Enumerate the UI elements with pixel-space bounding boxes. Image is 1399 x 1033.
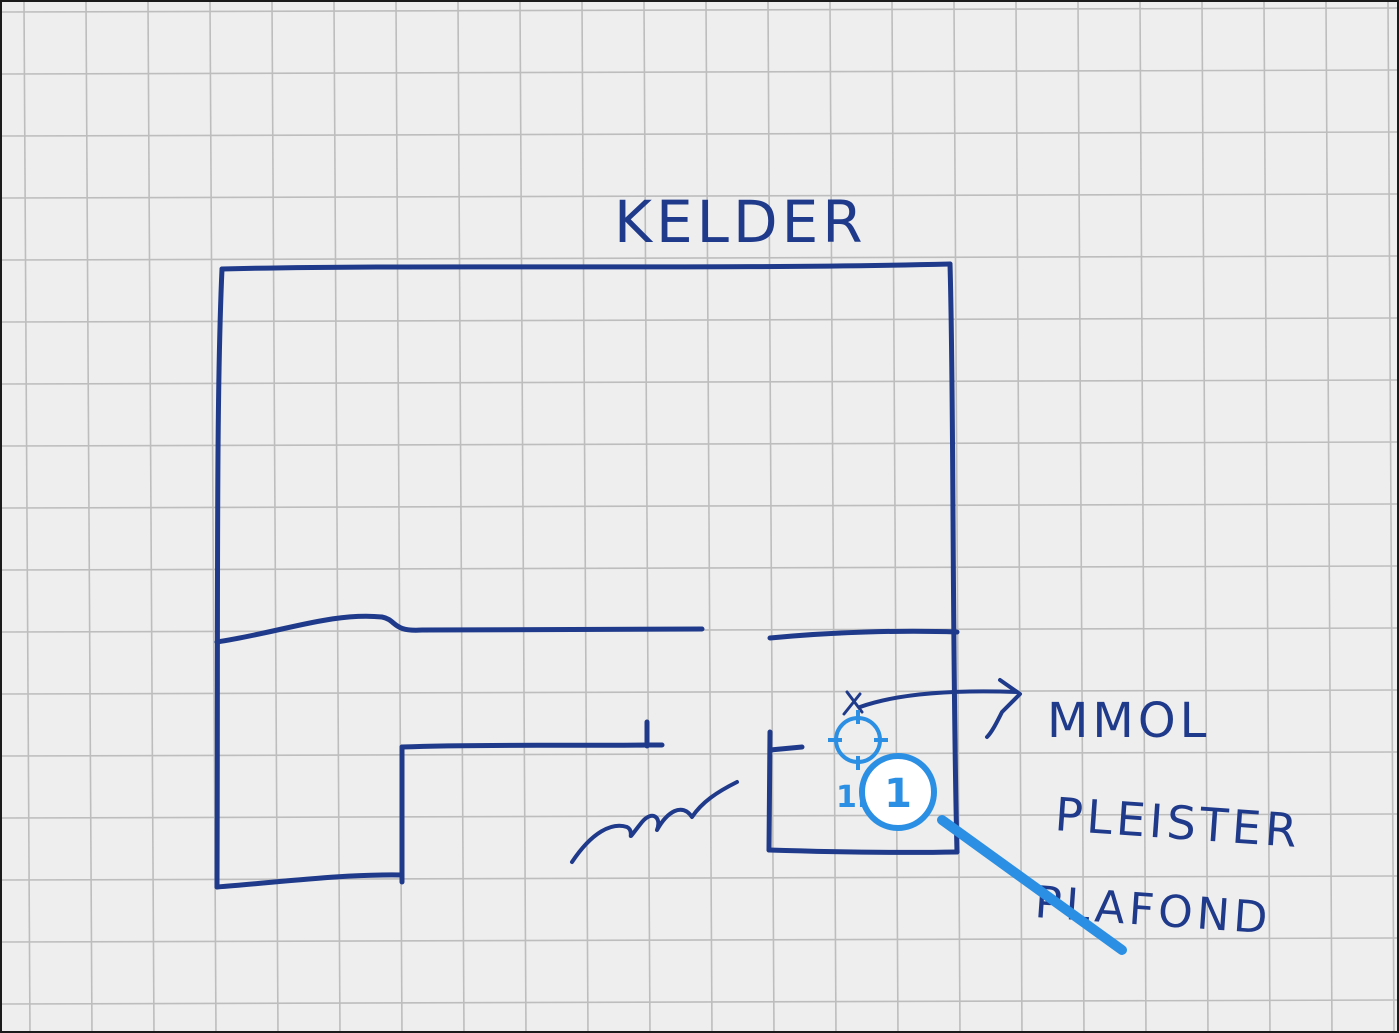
grid-line-horizontal: [2, 193, 1397, 199]
marker-pointer-line: [937, 815, 1127, 955]
grid-line-horizontal: [2, 751, 1397, 757]
grid-line-vertical: [1325, 2, 1333, 1031]
outer-wall-left: [214, 266, 225, 890]
marker-number-label: 1: [884, 771, 912, 817]
grid-line-horizontal: [2, 131, 1397, 137]
grid-line-horizontal: [2, 7, 1397, 13]
grid-line-vertical: [519, 2, 527, 1031]
grid-line-vertical: [1387, 2, 1395, 1031]
grid-line-horizontal: [2, 875, 1397, 881]
grid-line-vertical: [457, 2, 465, 1031]
grid-line-horizontal: [2, 441, 1397, 447]
sketch-title: KELDER: [614, 188, 867, 256]
grid-line-horizontal: [2, 565, 1397, 571]
grid-line-vertical: [1139, 2, 1147, 1031]
outer-wall-right: [947, 261, 960, 855]
grid-line-vertical: [23, 2, 31, 1031]
grid-line-vertical: [1015, 2, 1023, 1031]
grid-line-vertical: [1201, 2, 1209, 1031]
outer-wall-top: [219, 261, 953, 272]
grid-line-horizontal: [2, 503, 1397, 509]
annotation-line-1: MMOL: [1047, 693, 1210, 749]
grid-line-vertical: [1263, 2, 1271, 1031]
grid-line-horizontal: [2, 317, 1397, 323]
grid-line-horizontal: [2, 379, 1397, 385]
grid-line-vertical: [333, 2, 341, 1031]
floor-plan: [214, 261, 1022, 890]
marker-number-badge[interactable]: [859, 753, 937, 831]
grid-line-horizontal: [2, 255, 1397, 261]
small-room-tick: [767, 744, 805, 753]
grid-line-horizontal: [2, 813, 1397, 819]
location-marker[interactable]: 1.1 1: [828, 710, 1127, 955]
grid-line-vertical: [767, 2, 775, 1031]
grid-line-horizontal: [2, 999, 1397, 1005]
grid-line-vertical: [147, 2, 155, 1031]
small-room-bottom-wall: [766, 847, 960, 855]
grid-line-horizontal: [2, 937, 1397, 943]
stairs-scribble: [570, 780, 739, 864]
grid-line-vertical: [271, 2, 279, 1031]
grid-line-vertical: [705, 2, 713, 1031]
inner-wall-horizontal: [399, 742, 665, 750]
crosshair-icon[interactable]: [828, 710, 888, 770]
grid-line-vertical: [1077, 2, 1085, 1031]
annotation-line-2: PLEISTER: [1053, 787, 1302, 858]
bottom-wall-left: [214, 872, 405, 890]
grid-line-horizontal: [2, 69, 1397, 75]
grid-line-vertical: [581, 2, 589, 1031]
grid-line-vertical: [953, 2, 961, 1031]
divider-wall-left: [214, 613, 705, 645]
annotation-arrow: [858, 678, 1022, 739]
grid-line-vertical: [643, 2, 651, 1031]
grid-line-vertical: [85, 2, 93, 1031]
grid-line-horizontal: [2, 689, 1397, 695]
asterisk-mark: [842, 690, 864, 716]
divider-wall-right: [767, 628, 960, 641]
grid-line-vertical: [829, 2, 837, 1031]
grid-line-vertical: [891, 2, 899, 1031]
